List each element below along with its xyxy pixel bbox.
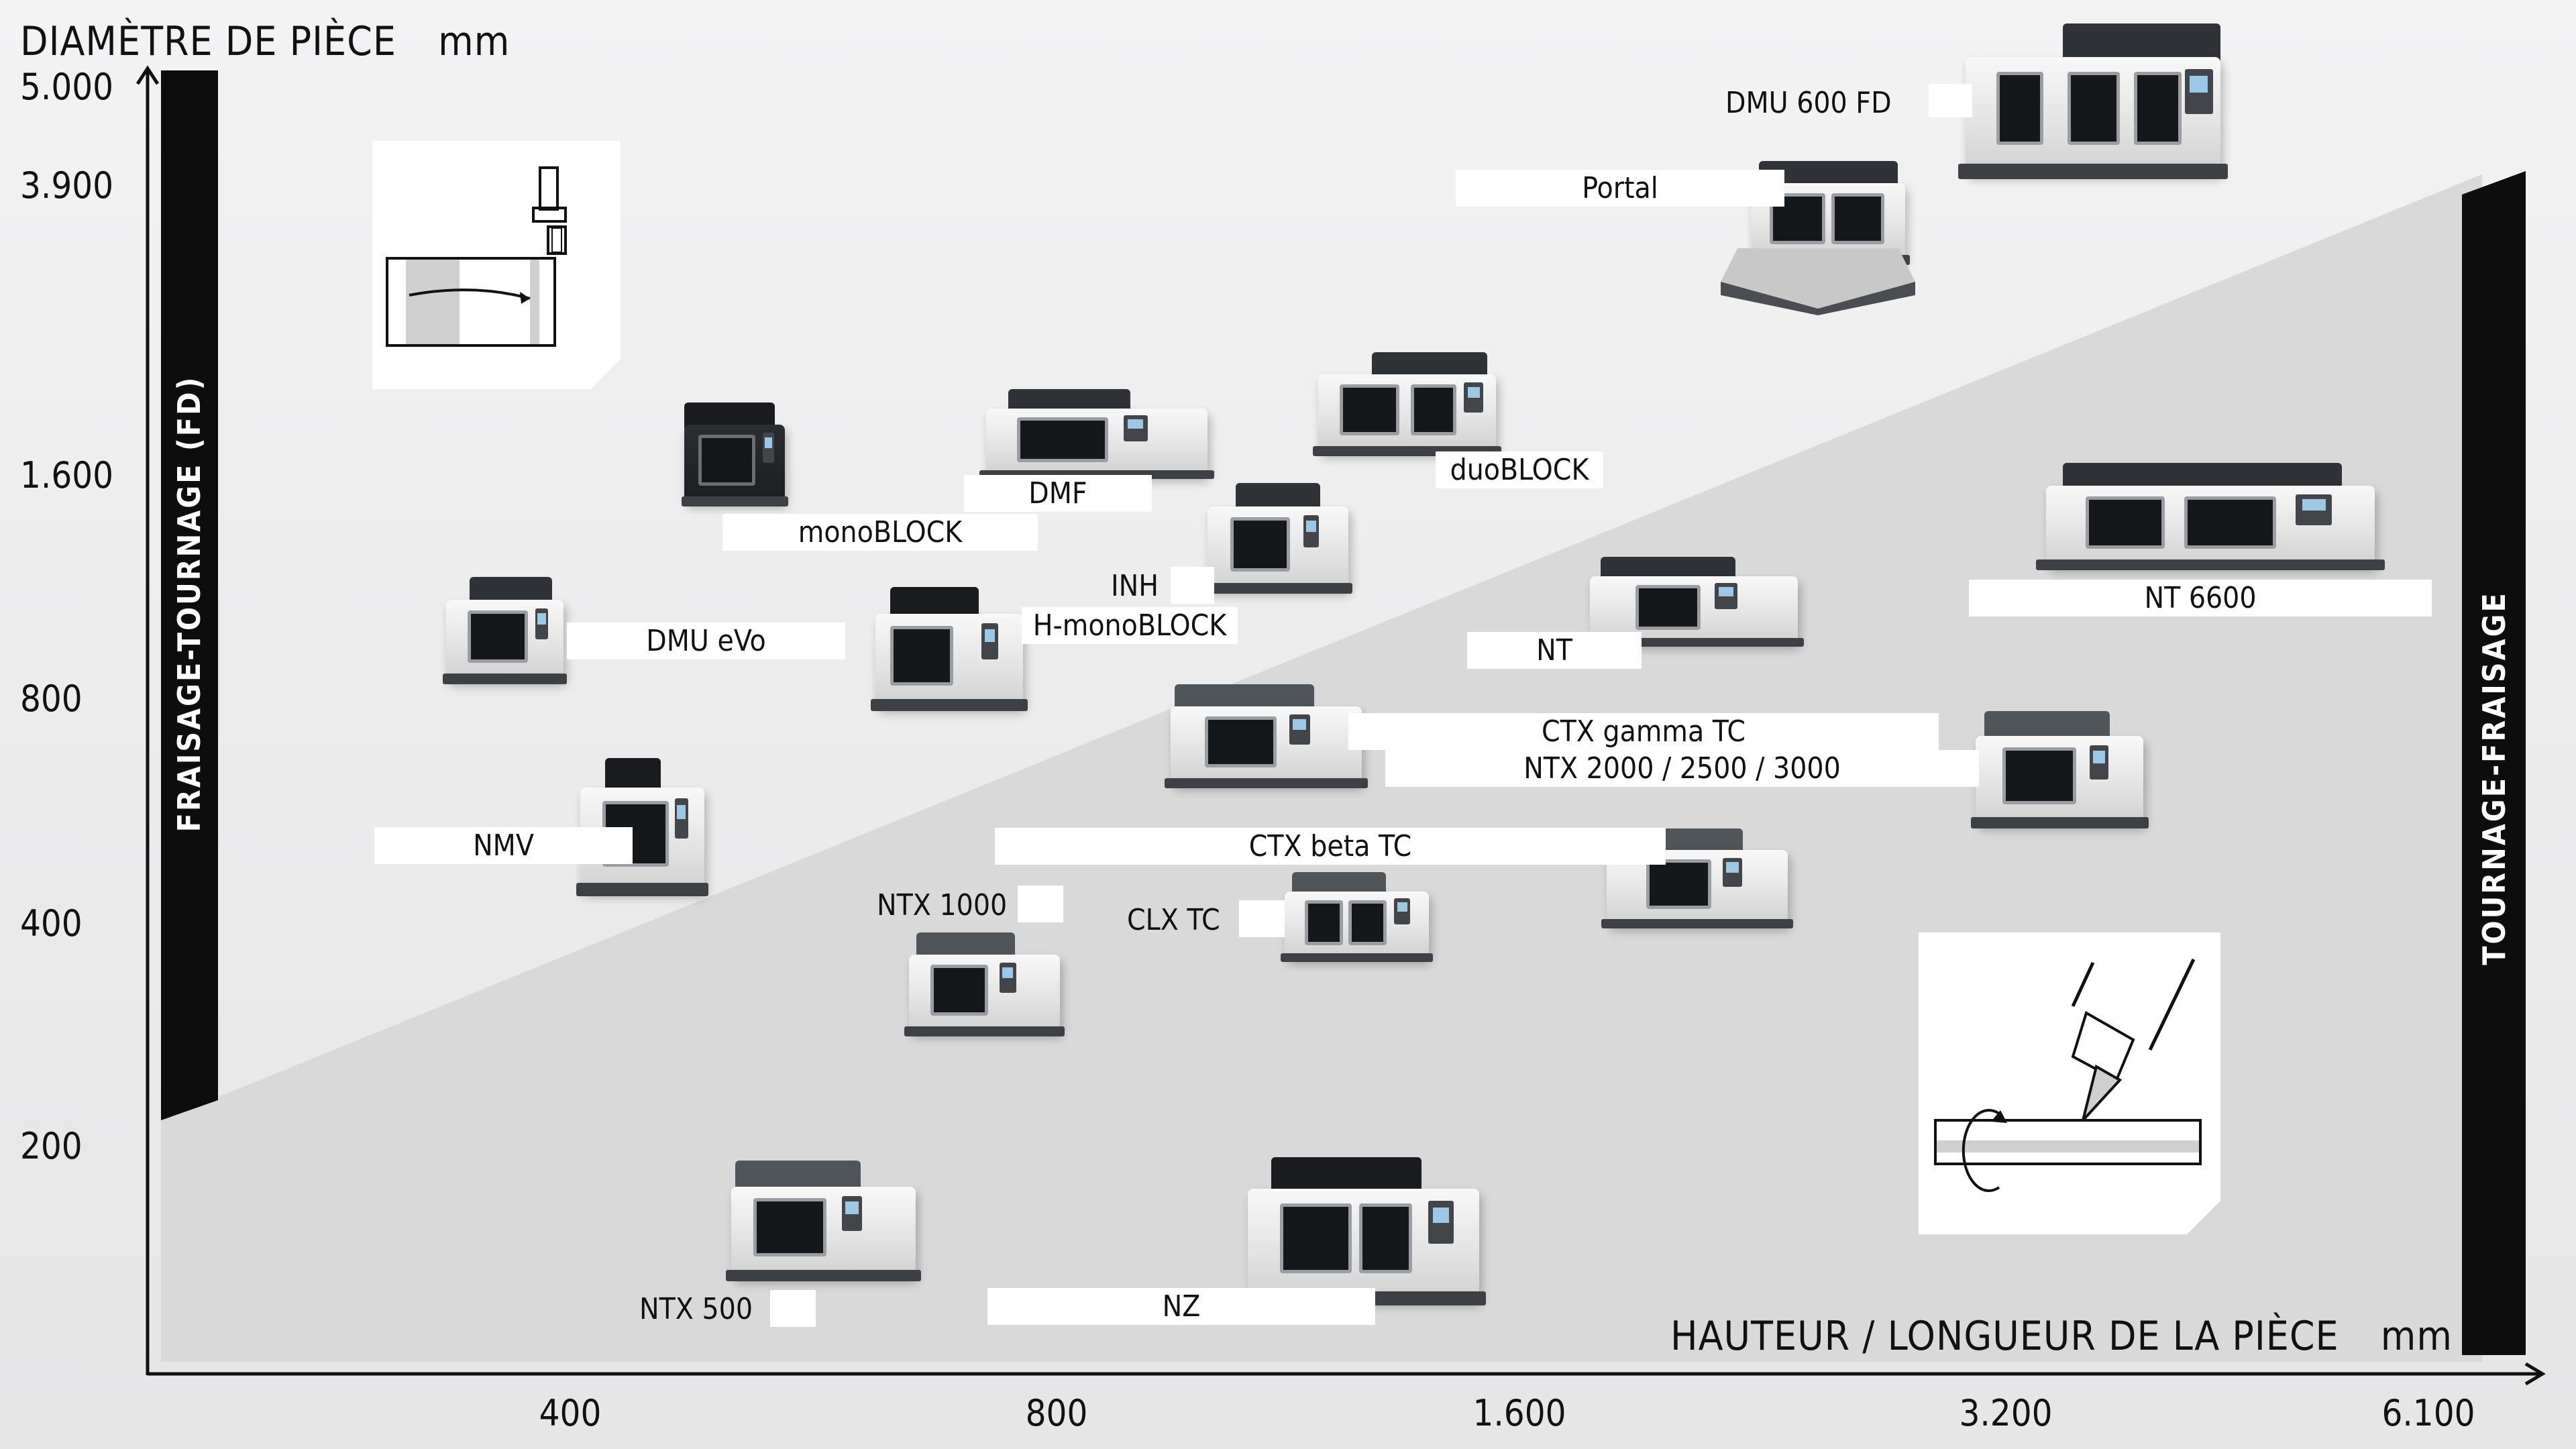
y-tick-5000: 5.000 (20, 66, 114, 108)
x-axis-title: HAUTEUR / LONGUEUR DE LA PIÈCE mm (1670, 1316, 2453, 1356)
dmf-machine-image (979, 389, 1214, 479)
clx-tc-machine-image (1280, 872, 1434, 962)
y-tick-400: 400 (20, 902, 83, 945)
x-tick-800: 800 (1025, 1392, 1088, 1434)
milling-turning-label: FRAISAGE-TOURNAGE (FD) (171, 375, 207, 833)
x-axis-unit: mm (2380, 1313, 2453, 1360)
y-axis-unit: mm (438, 18, 511, 65)
dmu-evo-machine-image (442, 577, 568, 684)
portal-label: Portal (1456, 170, 1784, 207)
ntx-2000-machine-image (1970, 711, 2149, 829)
monoblock-label: monoBLOCK (722, 514, 1038, 551)
x-axis-title-text: HAUTEUR / LONGUEUR DE LA PIÈCE (1670, 1313, 2339, 1360)
y-tick-200: 200 (20, 1125, 83, 1167)
duoblock-label: duoBLOCK (1436, 451, 1603, 488)
y-tick-1600: 1.600 (20, 454, 114, 496)
x-tick-400: 400 (539, 1392, 602, 1434)
nz-label: NZ (987, 1288, 1375, 1325)
y-tick-3900: 3.900 (20, 164, 114, 207)
dmu-600-fd-label: DMU 600 FD (1725, 86, 1892, 120)
nt-6600-label: NT 6600 (1969, 580, 2432, 616)
nt-6600-machine-image (2036, 463, 2385, 570)
portal-platform-image (1721, 248, 1915, 315)
dmf-label: DMF (964, 475, 1152, 512)
monoblock-machine-image (681, 402, 788, 506)
x-tick-1600: 1.600 (1472, 1392, 1566, 1434)
ntx-2000-label: NTX 2000 / 2500 / 3000 (1385, 750, 1979, 787)
clx-tc-label: CLX TC (1127, 903, 1220, 937)
ntx-500-machine-image (725, 1161, 922, 1282)
inh-machine-image (1203, 483, 1353, 594)
ntx-500-label: NTX 500 (639, 1292, 753, 1326)
x-tick-6100: 6.100 (2381, 1392, 2475, 1434)
ntx-1000-connector (1018, 885, 1063, 922)
y-axis-title-text: DIAMÈTRE DE PIÈCE (20, 18, 396, 65)
ntx-500-connector (770, 1290, 816, 1327)
milling-turning-bar (161, 70, 218, 1120)
clx-tc-connector (1239, 900, 1285, 937)
ntx-1000-label: NTX 1000 (877, 888, 1008, 922)
x-axis-arrow (2524, 1362, 2546, 1386)
ctx-gamma-tc-machine-image (1165, 684, 1368, 788)
dmu-600-fd-connector (1929, 84, 1972, 117)
turning-milling-bar (2462, 171, 2526, 1355)
y-axis-arrow (136, 65, 160, 85)
nz-machine-image (1240, 1157, 1487, 1306)
h-monoblock-machine-image (871, 587, 1028, 712)
x-tick-3200: 3.200 (1959, 1392, 2053, 1434)
dmu-evo-label: DMU eVo (567, 623, 845, 659)
turning-milling-label: TOURNAGE-FRAISAGE (2476, 591, 2512, 965)
inh-connector (1171, 567, 1214, 604)
inh-label: INH (1111, 569, 1159, 603)
y-axis-title: DIAMÈTRE DE PIÈCE mm (20, 21, 510, 62)
ctx-gamma-tc-label: CTX gamma TC (1348, 713, 1939, 750)
dmu-600-fd-machine-image (1957, 23, 2229, 179)
ntx-1000-machine-image (904, 932, 1065, 1036)
y-tick-800: 800 (20, 678, 83, 720)
nt-machine-image (1583, 557, 1805, 647)
nmv-label: NMV (374, 827, 633, 864)
nt-label: NT (1467, 632, 1642, 669)
nmv-machine-image (576, 758, 708, 896)
turning-milling-pictogram (1919, 932, 2220, 1234)
duoblock-machine-image (1313, 352, 1501, 456)
h-monoblock-label: H-monoBLOCK (1022, 607, 1238, 644)
ctx-beta-tc-label: CTX beta TC (995, 828, 1666, 865)
milling-turning-pictogram (372, 141, 621, 389)
